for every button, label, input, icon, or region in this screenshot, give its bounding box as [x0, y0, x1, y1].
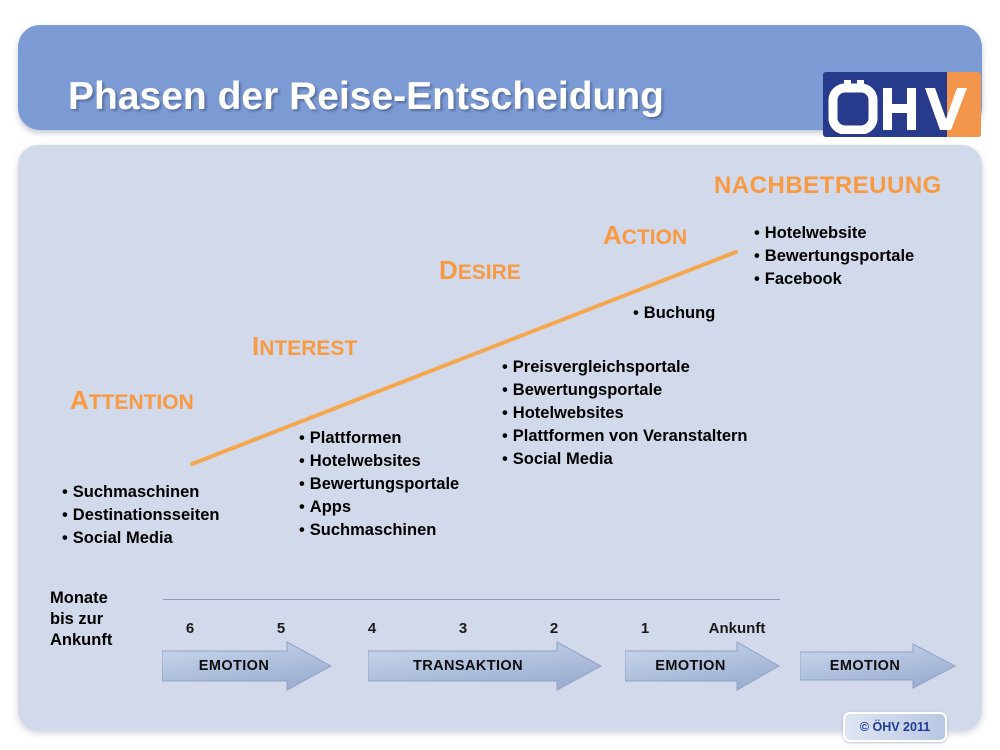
list-item: Facebook	[754, 268, 914, 291]
list-item: Social Media	[502, 448, 748, 471]
list-item: Suchmaschinen	[62, 481, 220, 504]
stage-label-desire-capital: D	[439, 255, 458, 285]
stage-items-attention: Suchmaschinen Destinationsseiten Social …	[62, 481, 220, 550]
list-item: Buchung	[633, 302, 716, 325]
list-item: Bewertungsportale	[754, 245, 914, 268]
timeline-arrow-label: EMOTION	[198, 658, 270, 674]
oehv-logo	[823, 72, 981, 137]
timeline-tick-6: 6	[185, 620, 195, 637]
stage-items-nachbetreuung: Hotelwebsite Bewertungsportale Facebook	[754, 222, 914, 291]
timeline-caption: Monate bis zur Ankunft	[50, 588, 112, 651]
list-item: Bewertungsportale	[502, 379, 748, 402]
stage-label-action: ACTION	[603, 222, 687, 248]
stage-items-interest: Plattformen Hotelwebsites Bewertungsport…	[299, 427, 459, 542]
list-item: Social Media	[62, 527, 220, 550]
timeline-tick-3: 3	[458, 620, 468, 637]
timeline-tick-5: 5	[276, 620, 286, 637]
timeline-tick-1: 1	[640, 620, 650, 637]
timeline-arrow-emotion-3: EMOTION	[800, 643, 956, 689]
copyright-text: © ÖHV 2011	[859, 720, 931, 734]
timeline-arrow-label: TRANSAKTION	[413, 658, 523, 674]
list-item: Apps	[299, 496, 459, 519]
stage-label-attention: ATTENTION	[70, 387, 194, 413]
stage-label-interest-capital: I	[252, 331, 260, 361]
stage-items-desire: Preisvergleichsportale Bewertungsportale…	[502, 356, 748, 471]
timeline-arrow-emotion-1: EMOTION	[162, 641, 332, 691]
copyright-badge: © ÖHV 2011	[843, 712, 947, 742]
stage-items-action: Buchung	[633, 302, 716, 325]
list-item: Plattformen von Veranstaltern	[502, 425, 748, 448]
stage-label-action-capital: A	[603, 220, 622, 250]
timeline-caption-line-2: bis zur	[50, 610, 104, 628]
list-item: Hotelwebsites	[299, 450, 459, 473]
page-title: Phasen der Reise-Entscheidung	[68, 75, 664, 118]
logo-wordmark	[823, 72, 981, 137]
timeline-arrow-label: EMOTION	[655, 658, 726, 674]
stage-label-interest-rest: NTEREST	[259, 337, 358, 360]
timeline-caption-line-1: Monate	[50, 589, 108, 607]
timeline-caption-line-3: Ankunft	[50, 631, 113, 649]
list-item: Plattformen	[299, 427, 459, 450]
timeline-tick-4: 4	[367, 620, 377, 637]
timeline-axis-rule	[163, 599, 780, 600]
header-bar: Phasen der Reise-Entscheidung	[18, 25, 982, 137]
list-item: Bewertungsportale	[299, 473, 459, 496]
stage-label-interest: INTEREST	[252, 333, 357, 359]
timeline-arrow-label: EMOTION	[829, 658, 901, 674]
list-item: Preisvergleichsportale	[502, 356, 748, 379]
timeline-arrow-emotion-2: EMOTION	[625, 641, 780, 691]
timeline-tick-ankunft: Ankunft	[708, 620, 766, 637]
timeline-arrow-transaktion: TRANSAKTION	[368, 641, 602, 691]
list-item: Destinationsseiten	[62, 504, 220, 527]
stage-label-desire-rest: ESIRE	[457, 261, 521, 284]
list-item: Hotelwebsite	[754, 222, 914, 245]
stage-label-nachbetreuung: NACHBETREUUNG	[714, 172, 942, 199]
stage-label-attention-rest: TTENTION	[88, 391, 194, 414]
stage-label-desire: DESIRE	[439, 257, 521, 283]
stage-label-attention-capital: A	[70, 385, 89, 415]
stage-label-action-rest: CTION	[621, 226, 688, 249]
list-item: Hotelwebsites	[502, 402, 748, 425]
timeline-tick-2: 2	[549, 620, 559, 637]
list-item: Suchmaschinen	[299, 519, 459, 542]
